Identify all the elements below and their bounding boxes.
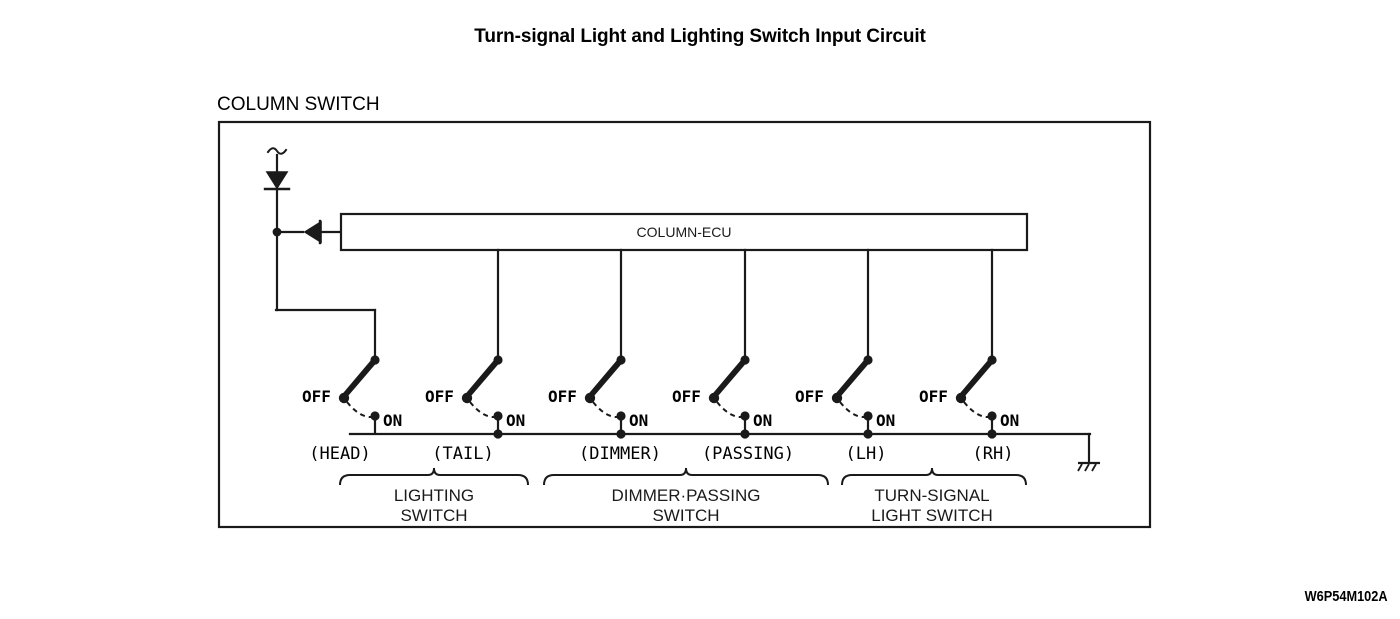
column-ecu-label: COLUMN-ECU: [637, 224, 732, 240]
diode-down-icon: [265, 171, 289, 190]
rh-lever: [958, 357, 994, 399]
tail-dashed-arc: [469, 401, 496, 419]
passing-pivot-dot: [708, 392, 720, 404]
lh-lever: [834, 357, 870, 399]
lh-dashed-arc: [839, 401, 866, 419]
dimmer-name-label: (DIMMER): [579, 444, 661, 464]
switch-tail[interactable]: OFF ON (TAIL): [425, 355, 525, 464]
page-title: Turn-signal Light and Lighting Switch In…: [474, 26, 926, 47]
rh-on-label: ON: [1000, 411, 1019, 430]
brace-dimmer-passing: [543, 467, 829, 486]
switch-head[interactable]: OFF ON (HEAD): [302, 355, 402, 464]
group-lighting-line1: LIGHTING: [394, 486, 474, 505]
head-on-label: ON: [383, 411, 402, 430]
head-lever: [341, 357, 377, 399]
passing-name-label: (PASSING): [702, 444, 794, 464]
lh-on-label: ON: [876, 411, 895, 430]
column-ecu-box: [339, 212, 1029, 252]
chassis-ground-icon: [1077, 461, 1100, 472]
rh-dashed-arc: [963, 401, 990, 419]
switch-passing[interactable]: OFF ON (PASSING): [672, 355, 794, 464]
reference-code: W6P54M102A: [1305, 588, 1388, 605]
dimmer-off-label: OFF: [548, 387, 577, 406]
switch-dimmer[interactable]: OFF ON (DIMMER): [548, 355, 661, 464]
head-pivot-dot: [338, 392, 350, 404]
group-dimmer-passing-line2: SWITCH: [652, 506, 719, 525]
head-name-label: (HEAD): [309, 444, 370, 464]
lh-name-label: (LH): [846, 444, 887, 464]
switch-lh[interactable]: OFF ON (LH): [795, 355, 895, 464]
passing-lever: [711, 357, 747, 399]
rh-bus-junction-dot: [987, 429, 997, 439]
lh-off-label: OFF: [795, 387, 824, 406]
tail-on-label: ON: [506, 411, 525, 430]
dimmer-lever: [587, 357, 623, 399]
column-switch-label: COLUMN SWITCH: [217, 94, 380, 115]
brace-lighting: [339, 467, 529, 486]
group-dimmer-passing-line1: DIMMER·PASSING: [612, 486, 761, 505]
passing-dashed-arc: [716, 401, 743, 419]
group-lighting-line2: SWITCH: [400, 506, 467, 525]
tail-pivot-dot: [461, 392, 473, 404]
passing-on-label: ON: [753, 411, 772, 430]
rh-name-label: (RH): [973, 444, 1014, 464]
head-dashed-arc: [346, 401, 373, 419]
column-switch-frame: [217, 120, 1152, 529]
passing-bus-junction-dot: [740, 429, 750, 439]
lh-pivot-dot: [831, 392, 843, 404]
dimmer-bus-junction-dot: [616, 429, 626, 439]
tail-lever: [464, 357, 500, 399]
tail-bus-junction-dot: [493, 429, 503, 439]
group-turn-signal-line1: TURN-SIGNAL: [874, 486, 989, 505]
switch-rh[interactable]: OFF ON (RH): [919, 355, 1019, 464]
dimmer-pivot-dot: [584, 392, 596, 404]
tail-off-label: OFF: [425, 387, 454, 406]
group-turn-signal-line2: LIGHT SWITCH: [871, 506, 993, 525]
dimmer-on-label: ON: [629, 411, 648, 430]
rh-pivot-dot: [955, 392, 967, 404]
tail-name-label: (TAIL): [432, 444, 493, 464]
brace-turn-signal: [841, 467, 1027, 486]
head-off-label: OFF: [302, 387, 331, 406]
diode-left-icon: [303, 220, 322, 244]
rh-off-label: OFF: [919, 387, 948, 406]
passing-off-label: OFF: [672, 387, 701, 406]
wire-break-tilde-icon: [266, 147, 288, 155]
lh-bus-junction-dot: [863, 429, 873, 439]
dimmer-dashed-arc: [592, 401, 619, 419]
